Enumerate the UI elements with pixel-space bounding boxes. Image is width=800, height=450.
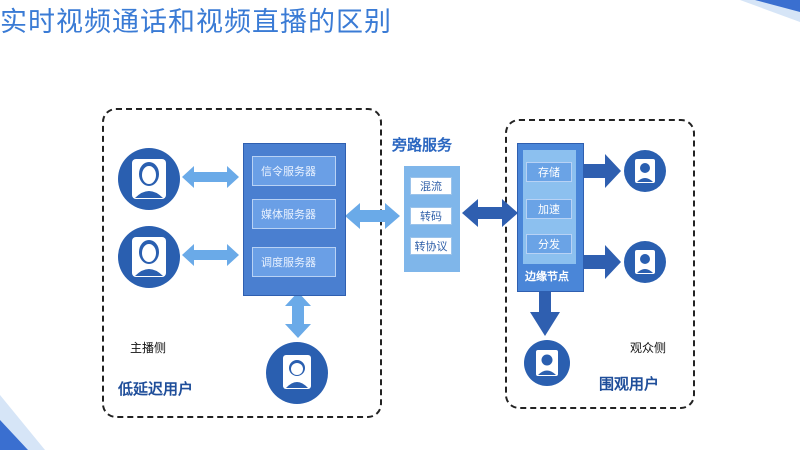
viewer-avatar-3	[524, 340, 570, 386]
edge-caption: 边缘节点	[525, 270, 569, 283]
server-avatar3-arrow	[285, 292, 311, 338]
avatar1-server-arrow	[182, 166, 239, 188]
spectator-panel	[505, 119, 695, 409]
server-bypass-arrow	[345, 203, 400, 229]
spectator-users-label: 围观用户	[599, 375, 660, 393]
bypass-transcode: 转码	[410, 207, 452, 225]
bypass-mix: 混流	[410, 177, 452, 195]
female-user-icon	[132, 159, 166, 199]
broadcaster-avatar-2	[118, 226, 180, 288]
edge-viewer1-arrow	[582, 154, 621, 188]
user-icon	[536, 350, 558, 376]
edge-distribution: 分发	[526, 234, 572, 254]
avatar2-server-arrow	[182, 244, 239, 266]
low-latency-panel	[102, 108, 382, 418]
user-icon	[635, 250, 655, 274]
male-user-icon	[283, 355, 311, 389]
edge-viewer2-arrow	[582, 245, 621, 279]
female-user-icon	[132, 237, 166, 277]
edge-acceleration: 加速	[526, 199, 572, 219]
broadcaster-avatar-1	[118, 148, 180, 210]
signaling-server: 信令服务器	[252, 156, 336, 186]
page-title: 实时视频通话和视频直播的区别	[0, 7, 392, 38]
low-latency-users-label: 低延迟用户	[118, 380, 194, 398]
user-icon	[635, 159, 655, 183]
edge-storage: 存储	[526, 162, 572, 182]
scheduling-server: 调度服务器	[252, 247, 336, 277]
viewer-avatar-1	[624, 150, 666, 192]
edge-viewer3-arrow	[530, 290, 560, 336]
viewer-side-label: 观众侧	[630, 341, 667, 355]
low-latency-user-avatar	[266, 342, 328, 404]
bypass-label: 旁路服务	[392, 136, 453, 154]
viewer-avatar-2	[624, 241, 666, 283]
broadcaster-side-label: 主播侧	[130, 341, 167, 355]
bypass-edge-arrow	[462, 199, 518, 227]
bypass-protocol: 转协议	[410, 237, 452, 255]
media-server: 媒体服务器	[252, 199, 336, 229]
